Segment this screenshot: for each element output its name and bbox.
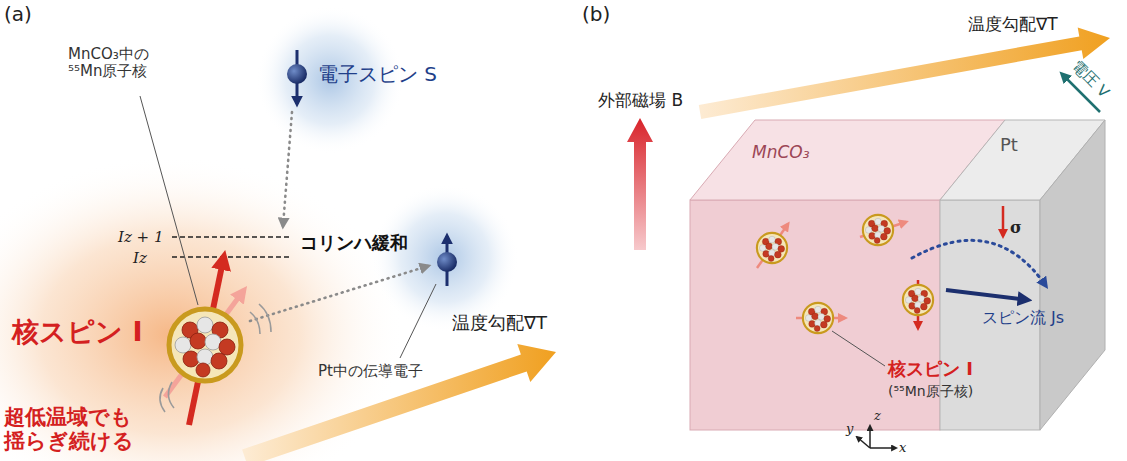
axes: [857, 426, 896, 448]
dotted-arrow: [250, 266, 428, 321]
axis-label: x: [899, 440, 906, 456]
conduction-electron-label: Pt中の伝導電子: [318, 362, 423, 380]
nuclear-spin-label: 核スピン I: [888, 358, 973, 380]
electron-ball: [287, 64, 307, 84]
nucleus: [903, 285, 933, 315]
spin-polarization-arrow: [1002, 206, 1005, 236]
axis-label: y: [846, 421, 853, 437]
nucleus-caption: (⁵⁵Mn原子核): [888, 383, 973, 400]
thermal-gradient-arrow: [699, 28, 1110, 119]
level-label: Iz: [133, 249, 147, 267]
dotted-curve-arrow: [912, 240, 1046, 286]
nucleus: [169, 309, 241, 381]
axis-label: z: [874, 408, 881, 424]
note-label: 超低温域でも 揺らぎ続ける: [4, 406, 134, 453]
nucleus: [863, 215, 893, 245]
material-label: Pt: [1000, 134, 1018, 156]
polarization-symbol: σ: [1010, 218, 1022, 237]
pt-side: [1040, 120, 1105, 430]
panel-letter: (b): [582, 2, 610, 26]
nucleus: [757, 233, 787, 263]
nucleus-caption: MnCO₃中の ⁵⁵Mn原子核: [68, 46, 149, 80]
panel-a-art: [0, 6, 556, 461]
magnetic-field-arrow: [627, 118, 653, 250]
dotted-arrow: [283, 112, 292, 226]
fluctuation-mark: [250, 304, 271, 334]
leader-line: [140, 96, 198, 305]
relaxation-label: コリンハ緩和: [300, 232, 408, 254]
level-label: Iz + 1: [118, 228, 163, 246]
spin-current-arrow: [946, 290, 1028, 300]
material-label: MnCO₃: [752, 142, 810, 162]
spin-arrow: [165, 290, 244, 397]
nuclear-spin-label: 核スピン I: [12, 316, 142, 348]
leader-line: [400, 284, 436, 358]
spin-current-label: スピン流 Js: [982, 308, 1064, 327]
nucleus: [803, 303, 833, 333]
conduction-cloud: [371, 184, 519, 332]
conduction-ball: [437, 252, 457, 272]
electron-spin-label: 電子スピン S: [318, 62, 437, 86]
fluctuation-mark: [160, 382, 174, 412]
spin-arrow: [757, 224, 788, 268]
voltage-label: 電圧 V: [1068, 57, 1113, 102]
energy-level: [172, 256, 292, 257]
gradient-label: 温度勾配∇T: [968, 14, 1058, 34]
panel-letter: (a): [4, 2, 32, 26]
field-label: 外部磁場 B: [598, 90, 683, 110]
leader-line: [832, 331, 885, 366]
gradient-label: 温度勾配∇T: [452, 312, 547, 334]
energy-level: [172, 236, 292, 237]
panel-b-art: [627, 28, 1110, 448]
thermal-gradient-arrow: [242, 344, 556, 461]
